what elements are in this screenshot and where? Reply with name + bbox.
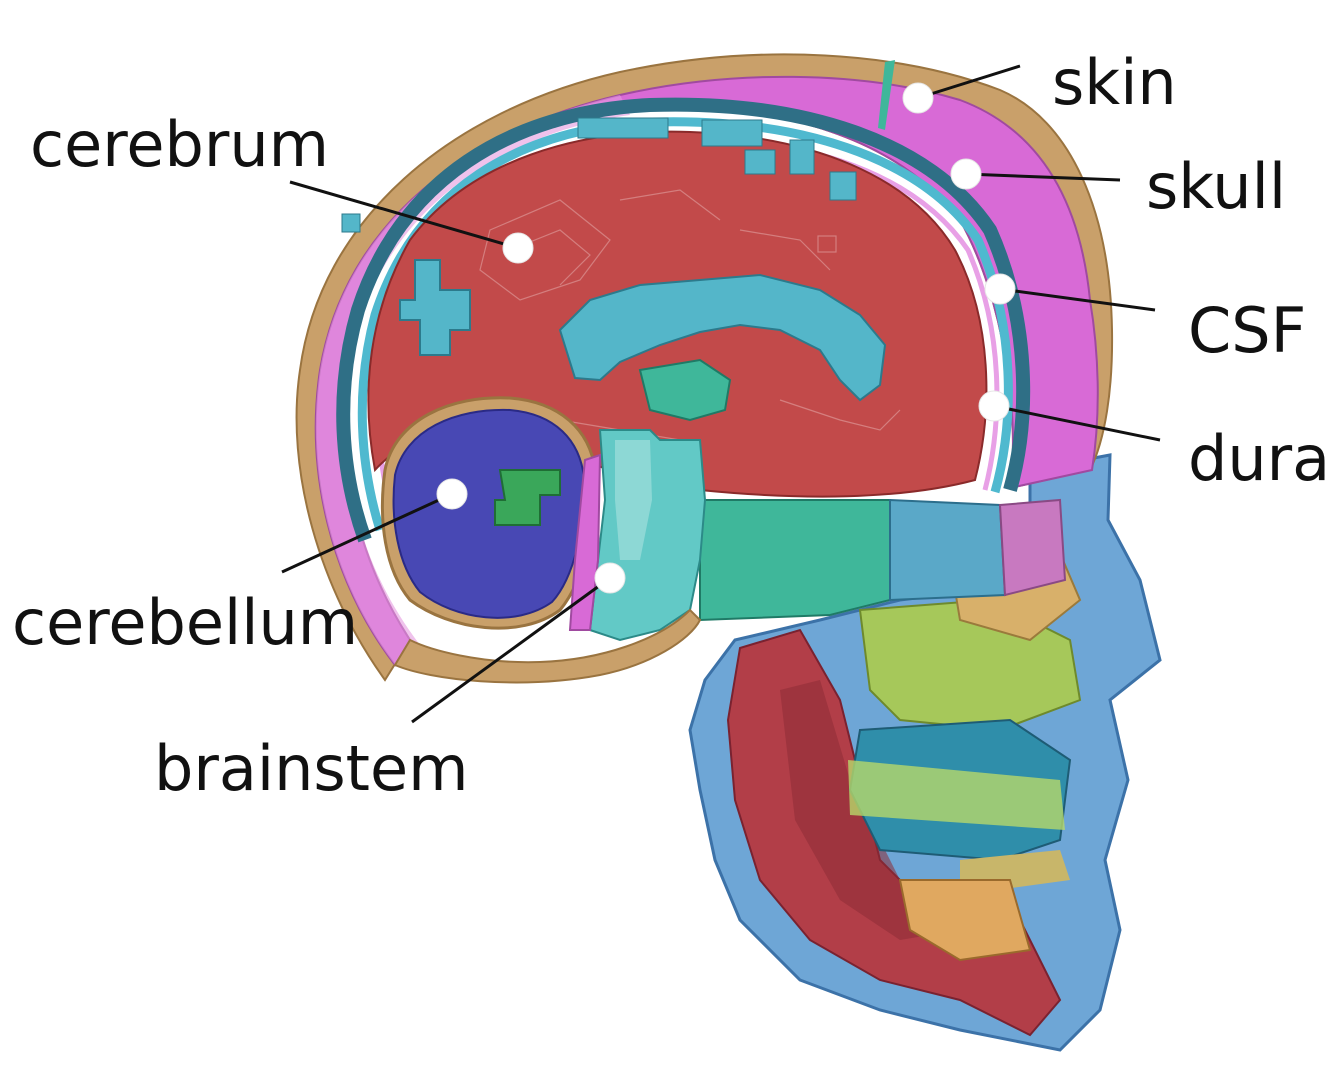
marker-dura <box>978 390 1010 422</box>
leader-brainstem <box>411 576 611 724</box>
marker-csf <box>984 273 1016 305</box>
markers <box>436 82 1016 594</box>
label-skin: skin <box>1052 46 1177 119</box>
leader-dura <box>993 404 1161 442</box>
cerebellum-core <box>494 469 561 526</box>
marker-skin <box>902 82 934 114</box>
skull-base-block-3 <box>998 498 1067 597</box>
nasal-layer <box>848 760 1065 830</box>
leader-skin <box>917 64 1021 100</box>
label-skull: skull <box>1146 150 1287 223</box>
leader-cerebellum <box>281 492 453 574</box>
leader-csf <box>999 287 1156 312</box>
cerebellum-inner <box>392 408 586 619</box>
dura-ring <box>336 97 1031 543</box>
skin-fissure <box>878 60 895 130</box>
skull-base-block-1 <box>699 499 891 622</box>
leader-cerebrum <box>289 180 519 250</box>
leader-skull <box>965 172 1121 182</box>
marker-cerebellum <box>436 478 468 510</box>
cerebrum-patches <box>341 117 857 233</box>
label-cerebrum: cerebrum <box>30 108 330 181</box>
marker-brainstem <box>594 562 626 594</box>
skull-base <box>699 498 1067 622</box>
label-cerebellum: cerebellum <box>12 586 359 659</box>
left-ventricle-patch <box>399 259 471 356</box>
brainstem-core <box>615 440 652 560</box>
brainstem-sheath <box>568 453 602 631</box>
tongue-block <box>898 879 1032 962</box>
label-dura: dura <box>1188 422 1331 495</box>
marker-cerebrum <box>502 232 534 264</box>
skull-base-block-2 <box>889 498 1007 602</box>
leader-lines <box>281 64 1161 724</box>
jaw-muscle-shade <box>780 680 960 940</box>
third-ventricle <box>638 358 732 422</box>
label-brainstem: brainstem <box>154 732 469 805</box>
lower-skull-band <box>393 608 702 684</box>
lateral-ventricle <box>558 273 887 402</box>
marker-skull <box>950 158 982 190</box>
label-csf: CSF <box>1188 294 1307 367</box>
